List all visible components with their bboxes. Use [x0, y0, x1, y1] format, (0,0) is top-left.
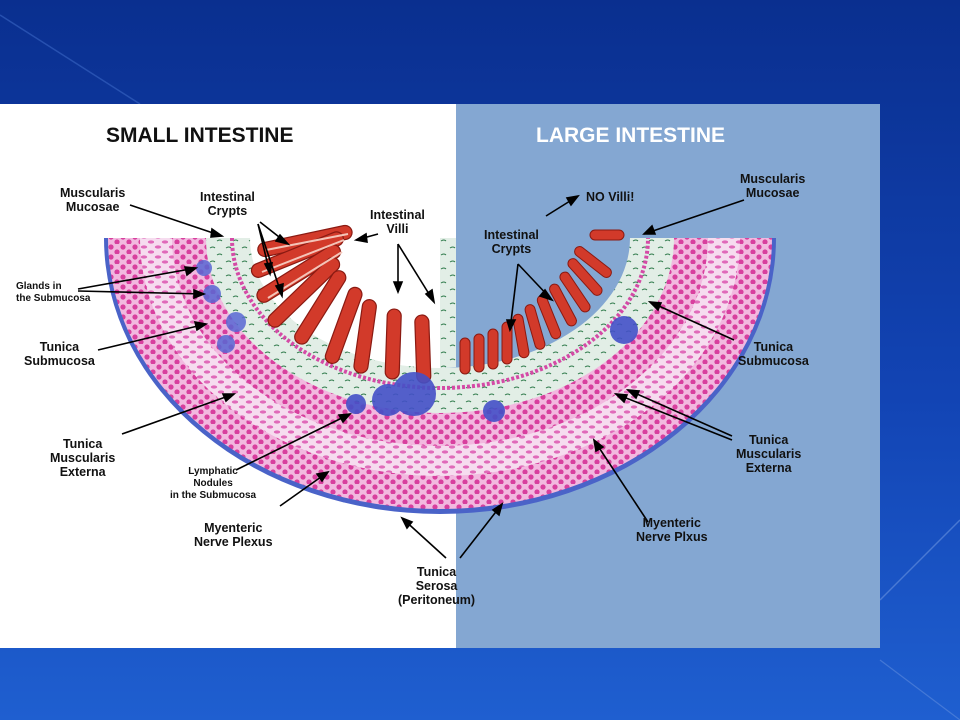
submucosa-glands [196, 260, 246, 353]
annotation-arrows [77, 194, 745, 559]
small-intestine-title: SMALL INTESTINE [106, 124, 294, 147]
intestine-cross-section [77, 194, 776, 559]
villi-group [250, 224, 432, 384]
muscularis-mucosae-line [230, 237, 650, 390]
crypts-group [459, 229, 625, 375]
large-intestine-title: LARGE INTESTINE [536, 124, 726, 147]
label-lg-no-villi: NO Villi! [586, 190, 635, 204]
lymphatic-nodules [346, 316, 638, 422]
